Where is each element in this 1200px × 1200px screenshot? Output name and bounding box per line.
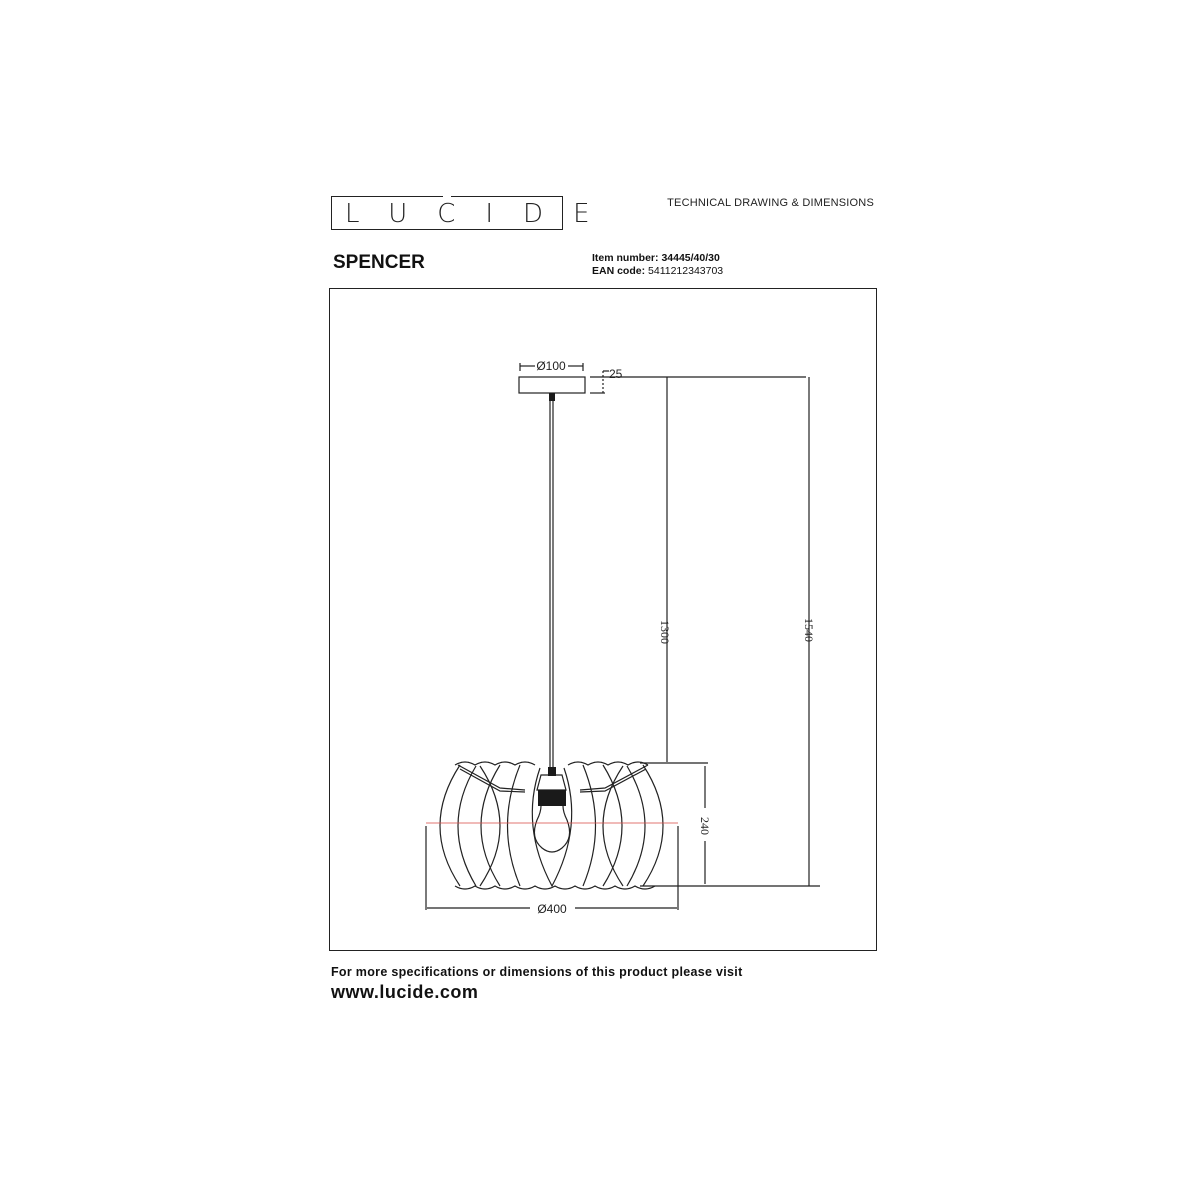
ean-row: EAN code: 5411212343703 — [592, 265, 723, 278]
brand-logo-text: LUCIDE — [345, 199, 620, 229]
cable-grip — [548, 767, 556, 776]
ean-label: EAN code: — [592, 265, 646, 277]
shade-diameter-label: Ø400 — [537, 902, 567, 916]
item-number-value: 34445/40/30 — [661, 252, 720, 264]
technical-drawing: Ø100 25 Ø400 1300 1540 240 — [425, 359, 820, 916]
socket — [538, 790, 566, 806]
cable-length-label: 1300 — [658, 620, 672, 644]
total-height-label: 1540 — [802, 618, 816, 642]
website-link[interactable]: www.lucide.com — [331, 982, 479, 1002]
document-type: TECHNICAL DRAWING & DIMENSIONS — [667, 197, 874, 209]
item-number-label: Item number: — [592, 252, 659, 264]
canopy-diameter-label: Ø100 — [536, 359, 566, 373]
product-codes: Item number: 34445/40/30 EAN code: 54112… — [592, 252, 723, 278]
shade-height-label: 240 — [698, 817, 712, 835]
item-number-row: Item number: 34445/40/30 — [592, 252, 723, 265]
brand-logo-notch — [443, 193, 451, 199]
brand-logo: LUCIDE — [331, 198, 590, 230]
ean-value: 5411212343703 — [648, 265, 724, 277]
drawing-frame — [329, 288, 877, 951]
canopy — [518, 376, 586, 394]
more-info-text: For more specifications or dimensions of… — [331, 965, 743, 979]
product-name: SPENCER — [333, 252, 425, 273]
canopy-height-label: 25 — [609, 367, 623, 381]
